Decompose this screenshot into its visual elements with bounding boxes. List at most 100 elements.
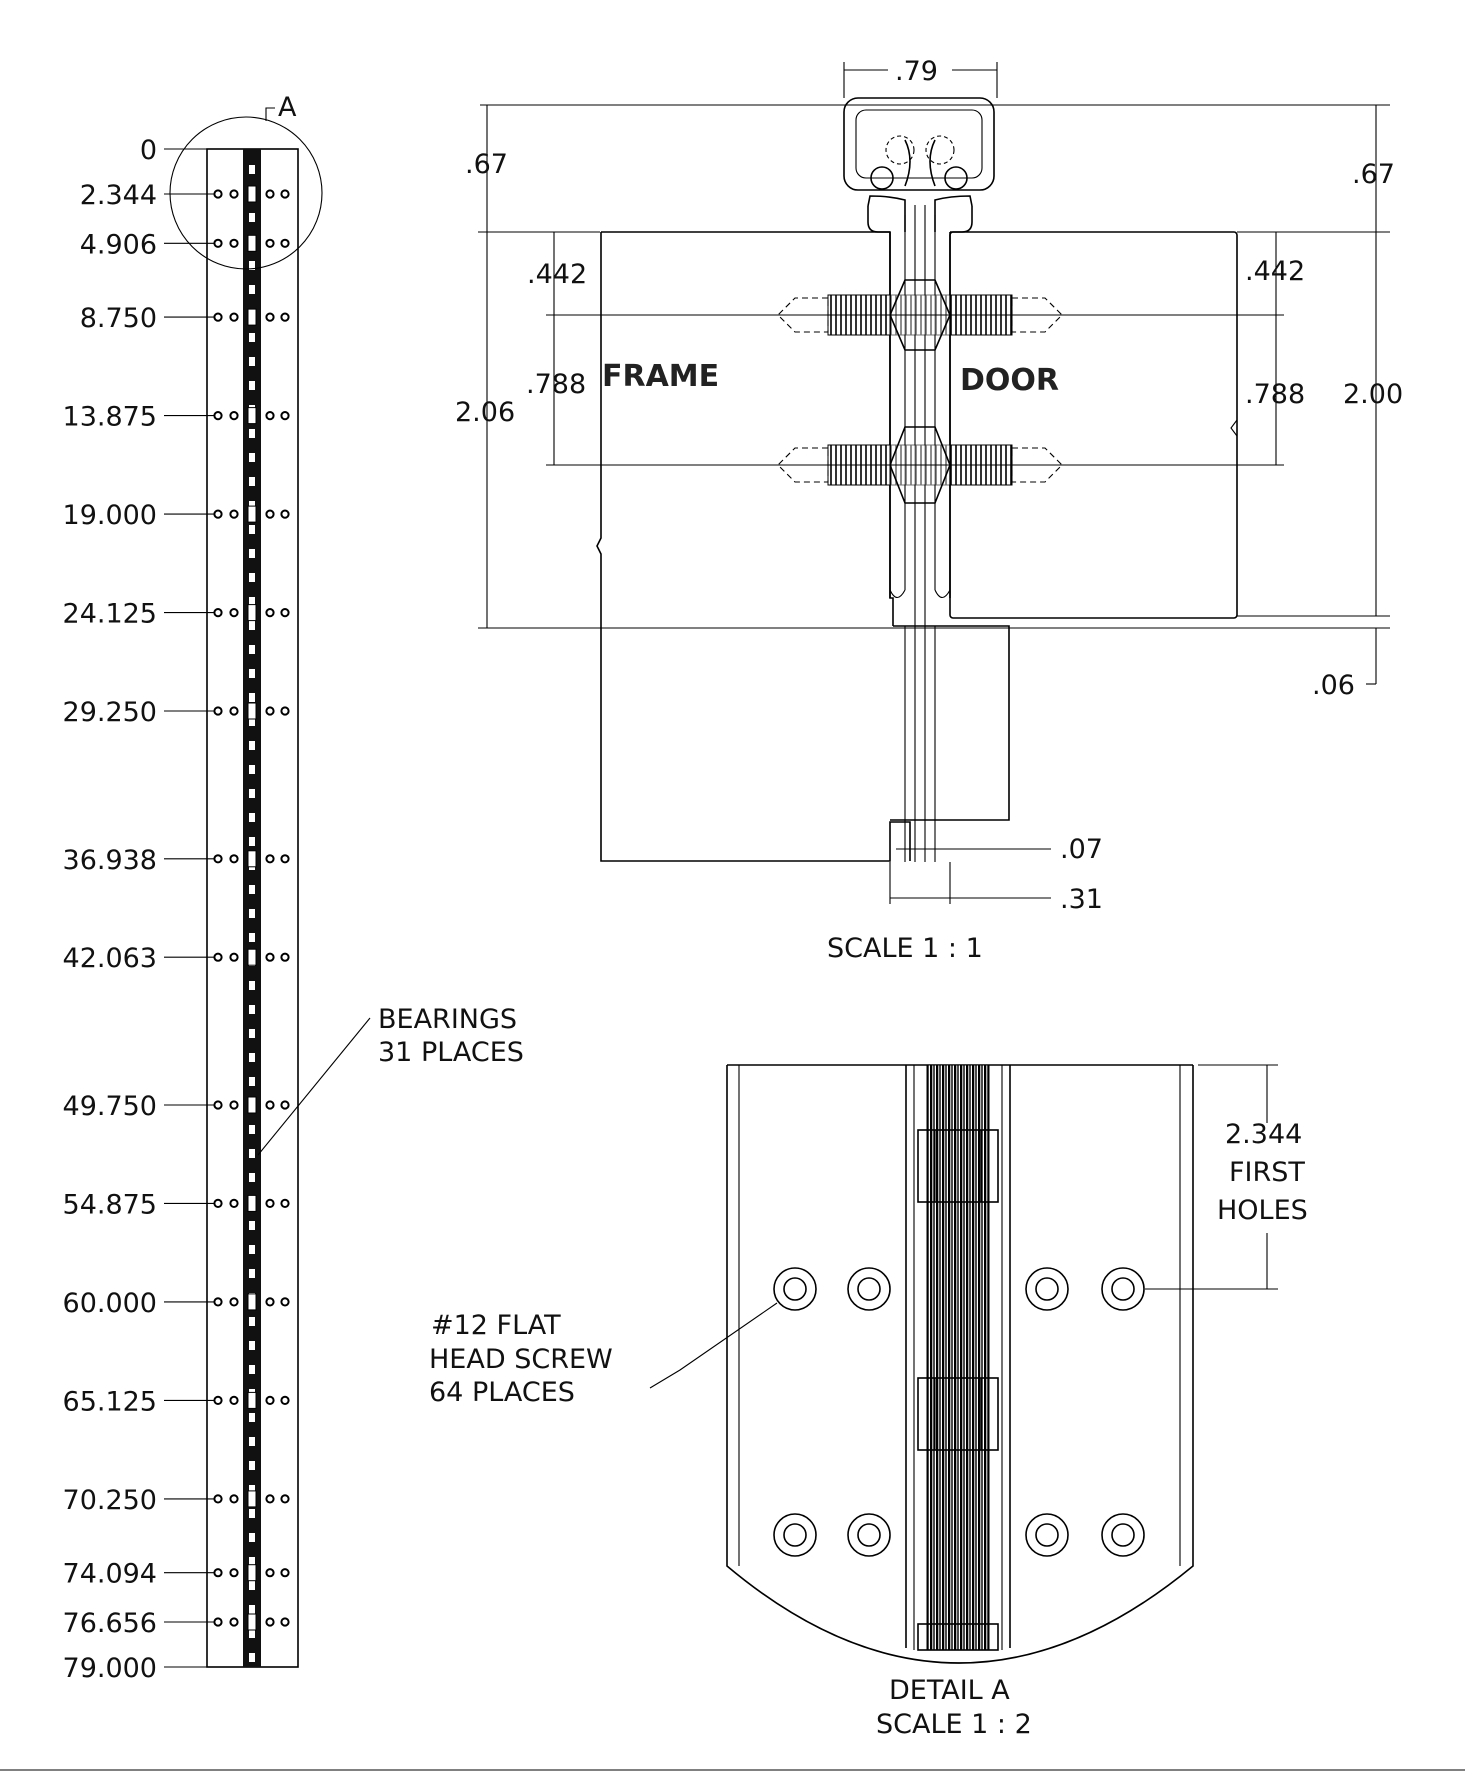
- knuckle-ticks: [249, 165, 255, 1662]
- knuckle-tick: [249, 1509, 255, 1518]
- knuckle-tick: [249, 1461, 255, 1470]
- screw-hole-dot: [213, 608, 223, 618]
- station-label: 42.063: [63, 943, 157, 974]
- screw-note-line-2: HEAD SCREW: [429, 1344, 613, 1375]
- station-row: 74.094: [63, 1559, 290, 1590]
- knuckle-tick: [249, 1605, 255, 1614]
- knuckle-tick: [249, 1029, 255, 1038]
- screw-hole-dot: [229, 411, 239, 421]
- screw-hole-dot: [213, 509, 223, 519]
- knuckle-tick: [249, 1581, 255, 1590]
- knuckle-tick: [249, 1485, 255, 1494]
- detail-title: DETAIL A: [889, 1675, 1010, 1706]
- knuckle-tick: [249, 645, 255, 654]
- screw-hole-dot: [280, 952, 290, 962]
- screw-hole-dot: [265, 1494, 275, 1504]
- screw-hole-dot: [280, 411, 290, 421]
- frame-leaf: [601, 231, 894, 626]
- knuckle-tick: [249, 1341, 255, 1350]
- dim-left-height: 2.06: [455, 397, 515, 428]
- knuckle-mark: [247, 1490, 257, 1508]
- screw-hole-dot: [280, 1100, 290, 1110]
- knuckle-tick: [249, 597, 255, 606]
- knuckle-mark: [247, 1613, 257, 1631]
- station-row: 8.750: [80, 303, 290, 334]
- station-label: 13.875: [63, 402, 157, 433]
- screw-hole-dot: [213, 952, 223, 962]
- dim-left-top: .67: [465, 149, 508, 180]
- screw-hole: [773, 1267, 817, 1311]
- screw-hole-dot: [280, 1198, 290, 1209]
- knuckle-tick: [249, 1077, 255, 1086]
- station-label: 24.125: [63, 599, 157, 630]
- screw-hole: [773, 1513, 817, 1557]
- lower-plate: [890, 625, 1010, 821]
- door-label: DOOR: [960, 363, 1059, 398]
- knuckle-mark: [247, 948, 257, 966]
- dim-width-top: .79: [895, 56, 938, 87]
- knuckle-tick: [249, 1269, 255, 1278]
- knuckle-tick: [249, 789, 255, 798]
- knuckle-tick: [249, 501, 255, 510]
- bearings-leader: [257, 1017, 371, 1156]
- screw-hole-dot: [213, 854, 223, 864]
- station-row: 13.875: [63, 402, 290, 433]
- station-label: 79.000: [63, 1653, 157, 1684]
- screw-hole-dot: [265, 1568, 275, 1578]
- screw-hole: [847, 1267, 891, 1311]
- screw-hole: [1101, 1267, 1145, 1311]
- screw-hole-dot: [229, 238, 239, 248]
- screw-hole-dot: [229, 1395, 239, 1406]
- knuckle-tick: [249, 165, 255, 174]
- station-row: 19.000: [63, 500, 290, 531]
- screw-hole-dot: [265, 411, 275, 421]
- screw-hole-dot: [280, 1395, 290, 1406]
- station-row: 29.250: [63, 697, 290, 728]
- detail-marker-label: A: [278, 92, 297, 123]
- screw-hole-dot: [229, 952, 239, 962]
- knuckle-tick: [249, 693, 255, 702]
- bearings-note-line-1: BEARINGS: [378, 1004, 517, 1035]
- knuckle-tick: [249, 1221, 255, 1230]
- knuckle-mark: [247, 1391, 257, 1409]
- station-row: 2.344: [80, 180, 290, 211]
- knuckle-mark: [247, 1293, 257, 1311]
- knuckle-tick: [249, 1245, 255, 1254]
- screw-hole-dot: [265, 1297, 275, 1307]
- section-view: FRAME DOOR .79 .67 .67 .442 .788 2.06: [455, 56, 1403, 964]
- detail-circle: [169, 116, 323, 270]
- screw-hole-dot: [229, 1494, 239, 1504]
- dim-leaf-thickness: .31: [1060, 884, 1103, 915]
- station-row: 60.000: [63, 1288, 290, 1319]
- station-label: 70.250: [63, 1485, 157, 1516]
- dim-left-spacing-1: .442: [527, 259, 587, 290]
- knuckle-mark: [247, 308, 257, 326]
- first-holes-line-3: HOLES: [1217, 1195, 1308, 1226]
- screw-hole-dot: [229, 1568, 239, 1578]
- screw-hole-dot: [280, 1297, 290, 1307]
- station-row: 36.938: [63, 845, 290, 876]
- screw-hole-dot: [265, 238, 275, 248]
- knuckle-tick: [249, 1125, 255, 1134]
- station-row: 4.906: [80, 229, 290, 260]
- screw-hole-dot: [280, 238, 290, 248]
- screw-hole-dot: [229, 854, 239, 864]
- knuckle-tick: [249, 669, 255, 678]
- screw-hole-dot: [213, 238, 223, 248]
- knuckle-tick: [249, 453, 255, 462]
- knuckle-mark: [247, 234, 257, 252]
- screw-hole-dot: [265, 706, 275, 716]
- screw-hole-dot: [213, 706, 223, 716]
- screw-hole-dot: [265, 1100, 275, 1110]
- knuckle-tick: [249, 1629, 255, 1638]
- station-label: 74.094: [63, 1559, 157, 1590]
- screw-hole-dot: [265, 1198, 275, 1209]
- knuckle-tick: [249, 837, 255, 846]
- station-row: 42.063: [63, 943, 290, 974]
- knuckle-tick: [249, 1413, 255, 1422]
- station-label: 60.000: [63, 1288, 157, 1319]
- station-row: 24.125: [63, 599, 290, 630]
- section-scale-label: SCALE 1 : 1: [827, 933, 983, 964]
- screw-hole-dot: [229, 608, 239, 618]
- detail-outline: [726, 1065, 1194, 1664]
